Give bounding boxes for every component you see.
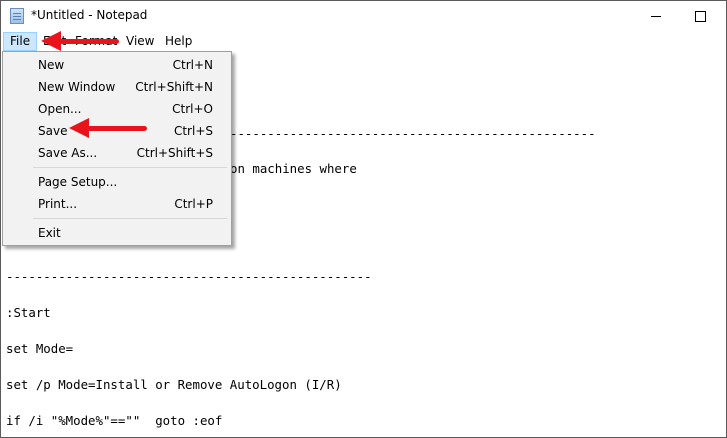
menu-item-shortcut: Ctrl+Shift+S <box>136 146 213 160</box>
window-title: *Untitled - Notepad <box>31 8 148 22</box>
menu-item-shortcut: Ctrl+Shift+N <box>135 80 213 94</box>
file-menu-dropdown: New Ctrl+N New Window Ctrl+Shift+N Open.… <box>2 51 232 246</box>
editor-line: :Start <box>6 305 51 320</box>
editor-line: set /p Mode=Install or Remove AutoLogon … <box>6 377 342 392</box>
menu-item-shortcut: Ctrl+P <box>174 197 213 211</box>
editor-line: ----------------------------------------… <box>230 126 596 141</box>
menu-item-shortcut: Ctrl+O <box>172 102 213 116</box>
menu-item-new-window[interactable]: New Window Ctrl+Shift+N <box>5 76 229 98</box>
menu-item-save[interactable]: Save Ctrl+S <box>5 120 229 142</box>
menu-item-label: Exit <box>38 226 61 240</box>
menu-item-label: Save As... <box>38 146 98 160</box>
menu-item-open[interactable]: Open... Ctrl+O <box>5 98 229 120</box>
minimize-button[interactable] <box>633 1 679 31</box>
editor-line: on machines where <box>230 161 357 176</box>
menu-separator <box>33 167 227 168</box>
menu-file[interactable]: File <box>3 32 38 51</box>
editor-line: ----------------------------------------… <box>6 269 372 284</box>
maximize-button[interactable] <box>677 1 723 31</box>
menu-help[interactable]: Help <box>165 34 193 48</box>
red-arrow-icon <box>69 118 147 138</box>
menu-view[interactable]: View <box>126 34 155 48</box>
menu-separator <box>33 218 227 219</box>
menu-item-page-setup[interactable]: Page Setup... <box>5 171 229 193</box>
title-bar: *Untitled - Notepad <box>1 1 726 31</box>
menu-bar: File Edit Format View Help <box>1 31 726 51</box>
menu-item-label: Open... <box>38 102 82 116</box>
menu-item-shortcut: Ctrl+S <box>173 124 213 138</box>
menu-item-label: New Window <box>38 80 116 94</box>
menu-item-shortcut: Ctrl+N <box>172 58 213 72</box>
menu-item-new[interactable]: New Ctrl+N <box>5 54 229 76</box>
editor-line: set Mode= <box>6 341 74 356</box>
menu-item-save-as[interactable]: Save As... Ctrl+Shift+S <box>5 142 229 164</box>
menu-item-exit[interactable]: Exit <box>5 222 229 244</box>
notepad-icon <box>10 8 24 24</box>
red-arrow-icon <box>41 31 119 51</box>
editor-line: if /i "%Mode%"=="" goto :eof <box>6 413 223 428</box>
menu-item-label: New <box>38 58 65 72</box>
menu-item-label: Print... <box>38 197 78 211</box>
menu-item-label: Page Setup... <box>38 175 118 189</box>
menu-item-label: Save <box>38 124 68 138</box>
menu-item-print[interactable]: Print... Ctrl+P <box>5 193 229 215</box>
